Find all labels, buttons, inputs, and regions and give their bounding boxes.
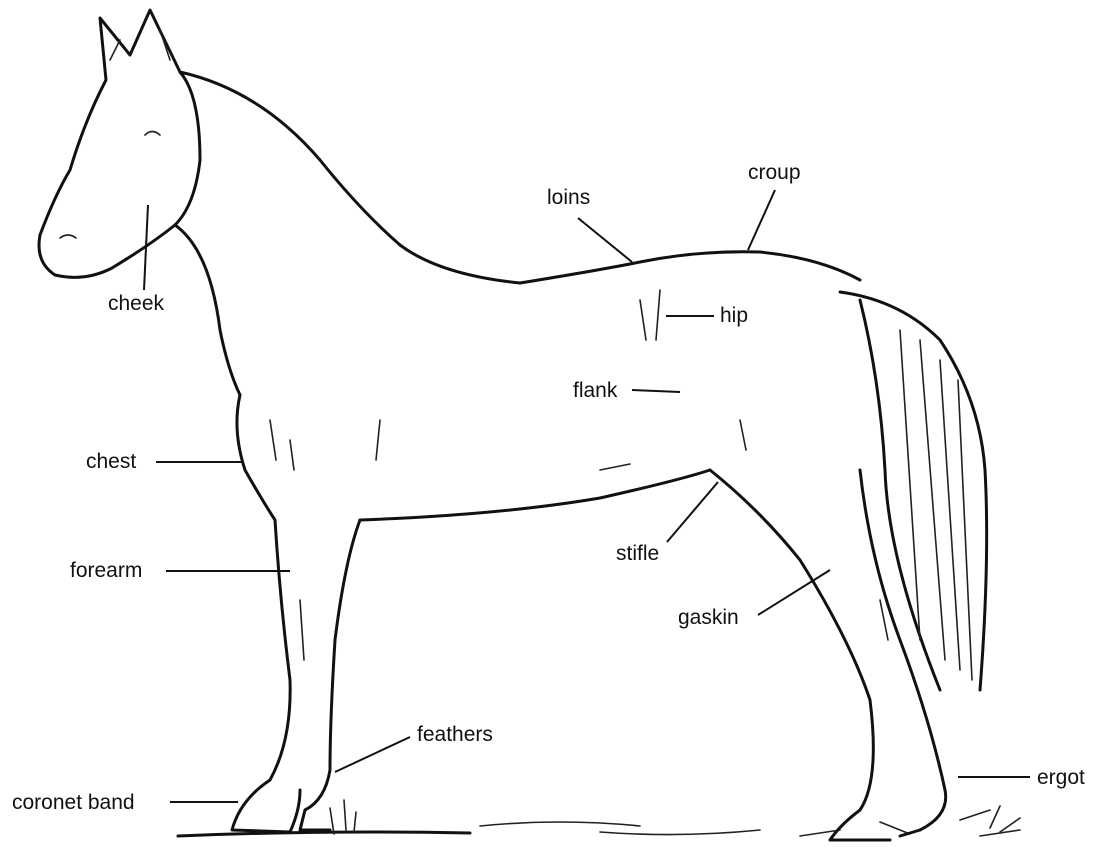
leader-feathers <box>335 737 410 772</box>
leader-loins <box>578 218 632 262</box>
leader-flank <box>632 390 680 392</box>
label-flank: flank <box>573 380 617 401</box>
leader-lines <box>144 190 1030 802</box>
horse-body <box>39 10 987 840</box>
label-forearm: forearm <box>70 560 142 581</box>
leader-croup <box>748 190 775 250</box>
label-hip: hip <box>720 305 748 326</box>
label-coronet-band: coronet band <box>12 792 135 813</box>
label-cheek: cheek <box>108 293 164 314</box>
label-croup: croup <box>748 162 801 183</box>
label-chest: chest <box>86 451 136 472</box>
leader-stifle <box>667 482 718 542</box>
label-gaskin: gaskin <box>678 607 739 628</box>
label-feathers: feathers <box>417 724 493 745</box>
label-stifle: stifle <box>616 543 659 564</box>
label-loins: loins <box>547 187 590 208</box>
label-ergot: ergot <box>1037 767 1085 788</box>
